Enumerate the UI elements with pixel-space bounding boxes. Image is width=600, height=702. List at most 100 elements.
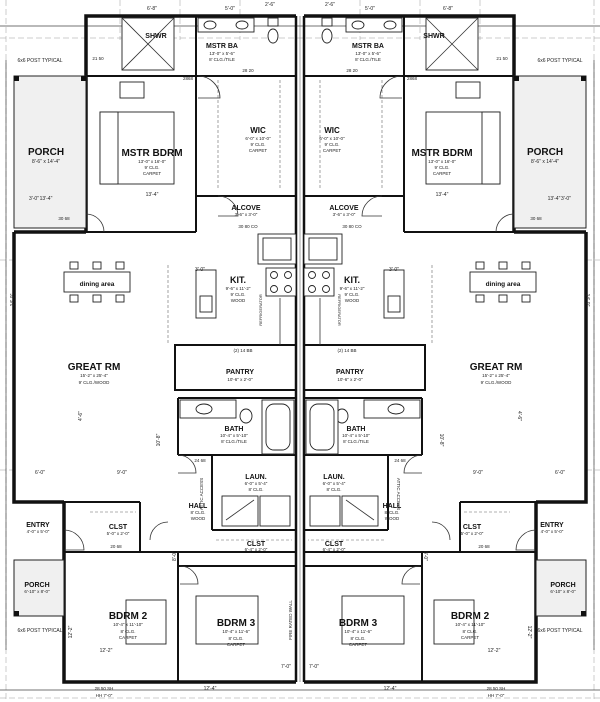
room-label-laun-right: LAUN. 6'-0" x 5'-4" 8' CLG. [323,474,346,492]
svg-text:LAUN.: LAUN. [245,474,266,481]
svg-text:9'-6" x 11'-2": 9'-6" x 11'-2" [226,286,251,291]
room-label-hall-left: HALL 8' CLG. WOOD [189,503,208,521]
svg-text:21 50: 21 50 [92,56,104,61]
svg-text:BATH: BATH [225,426,244,433]
room-label-clst-mid-right: CLST 6'-4" x 2'-0" [323,541,346,552]
svg-text:7'-0": 7'-0" [281,664,291,670]
svg-text:6'-8": 6'-8" [147,6,157,12]
svg-text:13'-0" x 16'-0": 13'-0" x 16'-0" [138,159,166,164]
svg-text:MSTR BA: MSTR BA [352,43,384,50]
shelf-note-left: (2) 14 BB [233,348,252,353]
attic-access-right: ATTIC ACCESS [396,478,401,510]
room-label-mstr-ba-left: MSTR BA 13'-0" x 5'-6" 8' CLG./TILE [206,43,238,62]
svg-text:14'-0": 14'-0" [584,294,590,307]
svg-text:8' CLG./TILE: 8' CLG./TILE [209,57,235,62]
svg-text:12'-2": 12'-2" [488,648,501,654]
svg-text:8' CLG.: 8' CLG. [190,510,205,515]
room-label-porch-bottom-right: PORCH 6'-10" x 8'-0" [550,582,576,594]
svg-text:9' CLG.: 9' CLG. [230,292,245,297]
svg-text:HALL: HALL [189,503,208,510]
room-label-great-rm-left: GREAT RM 15'-2" x 25'-4" 9' CLG./WOOD [68,362,121,385]
svg-text:3'-6" x 3'-0": 3'-6" x 3'-0" [333,212,356,217]
svg-text:CARPET: CARPET [349,642,368,647]
closet-shelves [90,80,510,541]
room-label-laun-left: LAUN. 6'-0" x 5'-4" 8' CLG. [245,474,268,492]
room-label-mstr-ba-right: MSTR BA 13'-0" x 5'-6" 8' CLG./TILE [352,43,384,62]
svg-text:KIT.: KIT. [344,275,360,285]
svg-text:21 50: 21 50 [496,56,508,61]
room-label-entry-right: ENTRY 4'-0" x 5'-0" [540,522,564,534]
room-label-entry-left: ENTRY 4'-0" x 5'-0" [26,522,50,534]
svg-text:3'-0": 3'-0" [389,267,399,273]
fire-rated-wall [294,16,306,682]
svg-text:6'-0" x 5'-4": 6'-0" x 5'-4" [323,481,346,486]
svg-text:10'-8": 10'-8" [156,433,162,446]
svg-text:30 80 CO: 30 80 CO [238,224,258,229]
laundry-fixtures [221,495,379,527]
svg-text:WOOD: WOOD [231,298,246,303]
opening-tags: 30 68 30 68 2868 2868 30 80 CO 30 80 CO … [58,56,542,698]
svg-text:6'-0": 6'-0" [35,470,45,476]
svg-text:BATH: BATH [347,426,366,433]
svg-text:9' CLG.: 9' CLG. [324,142,339,147]
svg-text:6'-10" x 8'-0": 6'-10" x 8'-0" [24,589,50,594]
svg-text:8' CLG./TILE: 8' CLG./TILE [355,57,381,62]
svg-text:8' CLG.: 8' CLG. [350,636,365,641]
svg-text:9' CLG.: 9' CLG. [434,165,449,170]
room-label-bdrm2-left: BDRM 2 10'-4" x 11'-10" 8' CLG. CARPET [109,611,148,640]
post-note-top-right: 6x6 POST TYPICAL [537,58,582,64]
svg-text:CLST: CLST [247,541,266,548]
svg-text:MSTR BDRM: MSTR BDRM [121,148,182,159]
svg-text:4'-0" x 5'-0": 4'-0" x 5'-0" [541,529,564,534]
svg-text:8'-0": 8'-0" [422,551,428,561]
svg-text:8' CLG./TILE: 8' CLG./TILE [343,439,369,444]
svg-text:WIC: WIC [324,126,340,135]
room-label-kit-left: KIT. 9'-6" x 11'-2" 9' CLG. WOOD [226,275,251,303]
room-label-bath-left: BATH 10'-4" x 5'-10" 8' CLG./TILE [220,426,248,444]
svg-text:9' CLG./WOOD: 9' CLG./WOOD [79,380,111,385]
svg-text:8'-6" x 14'-4": 8'-6" x 14'-4" [32,159,60,165]
svg-text:PANTRY: PANTRY [336,369,364,376]
svg-text:WOOD: WOOD [191,516,206,521]
svg-text:BDRM 2: BDRM 2 [109,611,148,622]
room-label-alcove-right: ALCOVE 3'-6" x 3'-0" [329,205,359,217]
svg-text:CARPET: CARPET [119,635,138,640]
svg-text:10'-4" x 11'-10": 10'-4" x 11'-10" [113,622,143,627]
room-label-wic-left: WIC 6'-0" x 10'-0" 9' CLG. CARPET [245,126,271,153]
svg-text:ALCOVE: ALCOVE [329,205,359,212]
svg-text:30 68: 30 68 [58,216,70,221]
svg-text:SHWR: SHWR [145,33,166,40]
room-label-kit-right: KIT. 9'-6" x 11'-2" 9' CLG. WOOD [340,275,365,303]
svg-text:5'-0": 5'-0" [225,6,235,12]
svg-text:PANTRY: PANTRY [226,369,254,376]
room-label-dining-left: dining area [80,281,115,288]
svg-text:PORCH: PORCH [28,147,64,158]
svg-text:9' CLG./WOOD: 9' CLG./WOOD [481,380,513,385]
svg-text:8' CLG.: 8' CLG. [228,636,243,641]
svg-text:6'-4" x 2'-0": 6'-4" x 2'-0" [323,547,346,552]
svg-text:LAUN.: LAUN. [323,474,344,481]
svg-text:13'-0" x 5'-6": 13'-0" x 5'-6" [355,51,381,56]
svg-text:WIC: WIC [250,126,266,135]
svg-text:6'-10" x 8'-0": 6'-10" x 8'-0" [550,589,576,594]
svg-text:10'-4" x 11'-6": 10'-4" x 11'-6" [222,629,250,634]
svg-text:CARPET: CARPET [249,148,268,153]
svg-text:BDRM 2: BDRM 2 [451,611,490,622]
post-note-bottom-left: 6x6 POST TYPICAL [17,628,62,634]
room-label-bdrm3-right: BDRM 3 10'-4" x 11'-6" 8' CLG. CARPET [339,618,378,647]
svg-text:HALL: HALL [383,503,402,510]
svg-text:13'-0" x 5'-6": 13'-0" x 5'-6" [209,51,235,56]
svg-text:8' CLG.: 8' CLG. [248,487,263,492]
svg-text:2'-6": 2'-6" [325,2,335,8]
svg-text:7'-0": 7'-0" [309,664,319,670]
attic-access-left: ATTIC ACCESS [199,478,204,510]
room-label-bdrm3-left: BDRM 3 10'-4" x 11'-6" 8' CLG. CARPET [217,618,256,647]
svg-text:20 68: 20 68 [478,544,490,549]
room-label-great-rm-right: GREAT RM 15'-2" x 25'-4" 9' CLG./WOOD [470,362,523,385]
svg-text:CARPET: CARPET [143,171,162,176]
post-note-top-left: 6x6 POST TYPICAL [17,58,62,64]
svg-text:13'-0" x 16'-0": 13'-0" x 16'-0" [428,159,456,164]
room-label-bath-right: BATH 10'-4" x 5'-10" 8' CLG./TILE [342,426,370,444]
fridge-label-left: REFRIGERATOR [258,294,263,326]
dimension-labels: 13'-4" 13'-4" 13'-4" 13'-4" 3'-0" 3'-0" … [10,2,590,692]
